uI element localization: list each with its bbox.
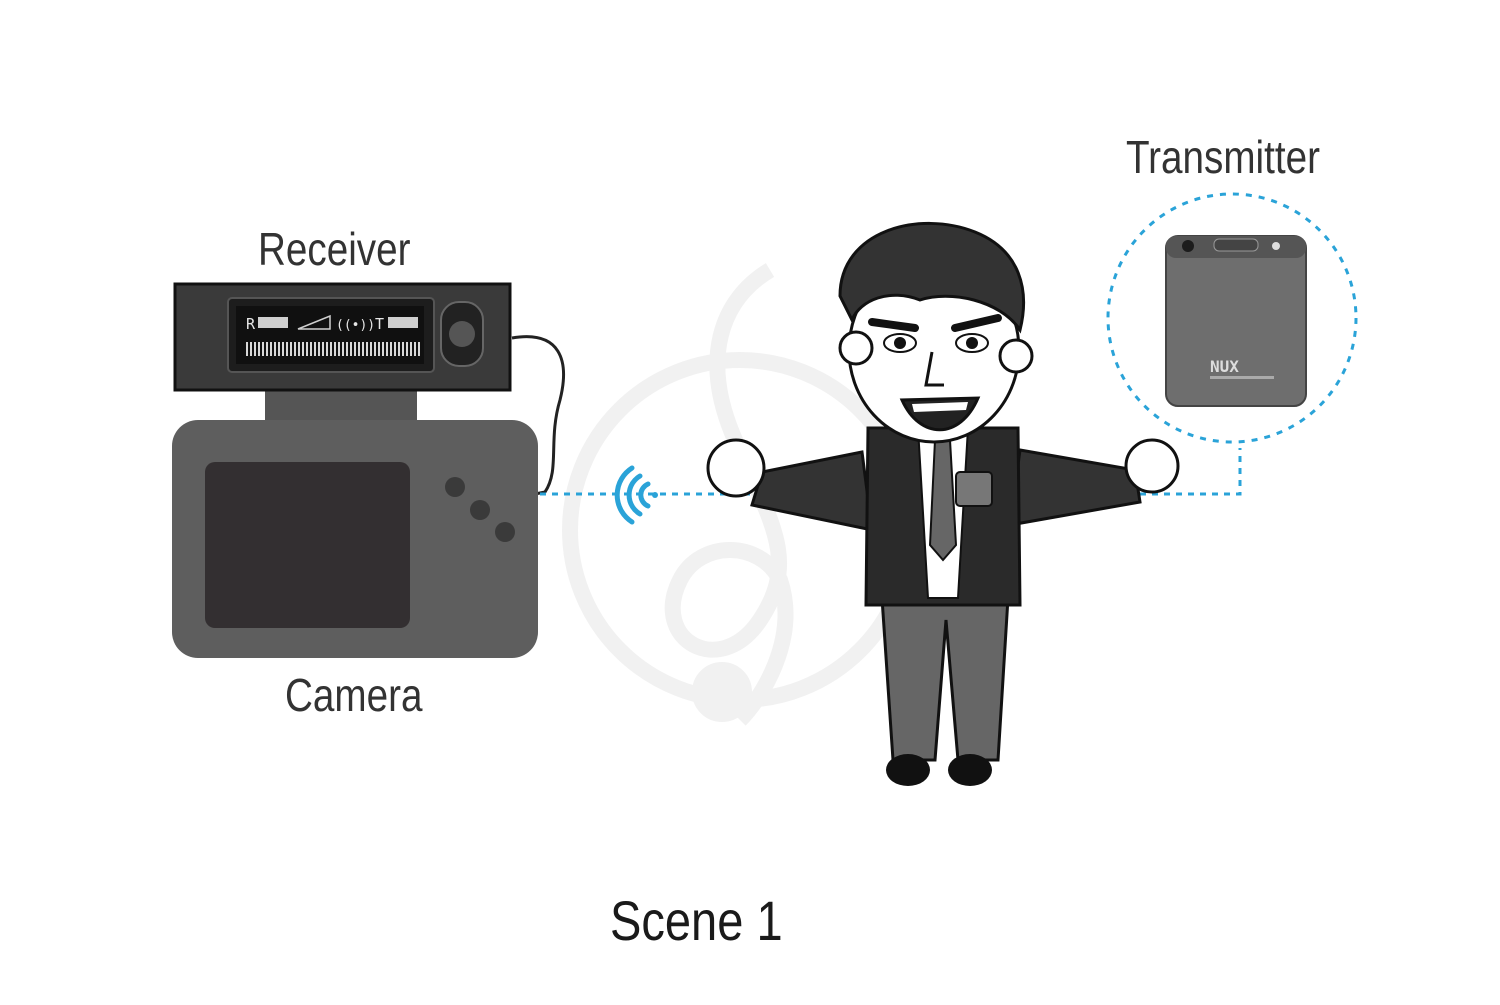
receiver-knob bbox=[449, 321, 475, 347]
receiver-cable bbox=[511, 335, 565, 496]
presenter-figure bbox=[706, 221, 1180, 786]
level-meter-tick bbox=[386, 342, 388, 356]
level-meter-tick bbox=[326, 342, 328, 356]
level-meter-tick bbox=[346, 342, 348, 356]
level-meter-tick bbox=[262, 342, 264, 356]
level-meter-tick bbox=[378, 342, 380, 356]
level-meter-tick bbox=[310, 342, 312, 356]
transmitter-label: Transmitter bbox=[1126, 131, 1320, 183]
level-meter-tick bbox=[406, 342, 408, 356]
level-meter-tick bbox=[334, 342, 336, 356]
camera-button bbox=[470, 500, 490, 520]
level-meter-tick bbox=[366, 342, 368, 356]
level-meter-tick bbox=[414, 342, 416, 356]
level-meter-tick bbox=[290, 342, 292, 356]
camera-button bbox=[495, 522, 515, 542]
transmitter-callout bbox=[1106, 192, 1358, 444]
level-meter-tick bbox=[358, 342, 360, 356]
level-meter-tick bbox=[362, 342, 364, 356]
level-meter-tick bbox=[350, 342, 352, 356]
transmitter-brand: NUX bbox=[1210, 357, 1239, 376]
level-meter-tick bbox=[382, 342, 384, 356]
camera-device bbox=[172, 420, 538, 658]
level-meter-tick bbox=[258, 342, 260, 356]
receiver-device: R ((•)) T bbox=[173, 282, 512, 424]
level-meter-tick bbox=[266, 342, 268, 356]
level-meter-tick bbox=[322, 342, 324, 356]
level-meter-tick bbox=[294, 342, 296, 356]
level-meter-tick bbox=[314, 342, 316, 356]
level-meter bbox=[246, 342, 420, 356]
level-meter-tick bbox=[370, 342, 372, 356]
camera-button bbox=[445, 477, 465, 497]
level-meter-tick bbox=[286, 342, 288, 356]
level-meter-tick bbox=[418, 342, 420, 356]
lapel-transmitter bbox=[955, 471, 993, 507]
level-meter-tick bbox=[342, 342, 344, 356]
camera-screen bbox=[205, 462, 410, 628]
transmitter-indicator: T bbox=[375, 315, 384, 333]
level-meter-tick bbox=[270, 342, 272, 356]
level-meter-tick bbox=[318, 342, 320, 356]
scene-title: Scene 1 bbox=[610, 889, 783, 952]
level-meter-tick bbox=[374, 342, 376, 356]
level-meter-tick bbox=[246, 342, 248, 356]
level-meter-tick bbox=[390, 342, 392, 356]
receiver-label: Receiver bbox=[258, 223, 411, 275]
level-meter-tick bbox=[330, 342, 332, 356]
level-meter-tick bbox=[402, 342, 404, 356]
level-meter-tick bbox=[254, 342, 256, 356]
level-meter-tick bbox=[278, 342, 280, 356]
level-meter-tick bbox=[338, 342, 340, 356]
level-meter-tick bbox=[354, 342, 356, 356]
level-meter-tick bbox=[394, 342, 396, 356]
wifi-signal-icon bbox=[614, 465, 658, 525]
level-meter-tick bbox=[298, 342, 300, 356]
link-symbol: ((•)) bbox=[336, 318, 375, 333]
level-meter-tick bbox=[398, 342, 400, 356]
level-meter-tick bbox=[274, 342, 276, 356]
level-meter-tick bbox=[306, 342, 308, 356]
receiver-indicator: R bbox=[246, 315, 256, 333]
camera-label: Camera bbox=[285, 669, 423, 721]
transmitter-device: NUX bbox=[1165, 235, 1307, 407]
level-meter-tick bbox=[250, 342, 252, 356]
level-meter-tick bbox=[302, 342, 304, 356]
level-meter-tick bbox=[410, 342, 412, 356]
level-meter-tick bbox=[282, 342, 284, 356]
